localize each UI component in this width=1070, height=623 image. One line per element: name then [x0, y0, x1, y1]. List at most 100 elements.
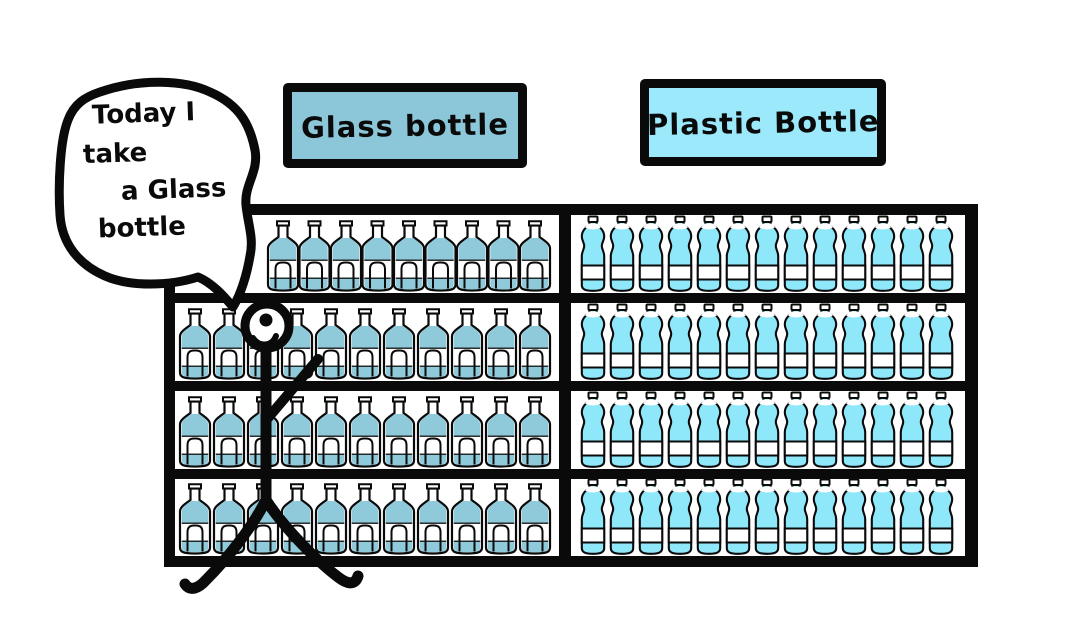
plastic-bottle-icon — [899, 303, 925, 380]
stick-figure — [179, 299, 364, 594]
glass-bottle-icon — [424, 220, 457, 292]
plastic-bottle-icon — [812, 215, 838, 292]
stick-figure-right-leg — [260, 494, 364, 589]
glass-bottle-icon — [348, 483, 382, 555]
glass-bottle-icon — [329, 220, 363, 292]
glass-bottle-icon — [314, 308, 348, 380]
plastic-bottle-icon — [841, 215, 867, 292]
glass-bottle-icon — [518, 220, 552, 292]
stick-figure-left-leg — [179, 494, 272, 594]
glass-bottle-icon — [484, 483, 518, 555]
shelf-frame — [164, 204, 978, 567]
plastic-bottle-icon — [928, 391, 954, 468]
glass-bottle-icon — [518, 483, 552, 555]
glass-bottle-icon — [178, 396, 212, 468]
glass-bottle-icon — [487, 220, 520, 292]
glass-bottle-icon — [382, 308, 416, 380]
plastic-bottle-icon — [696, 478, 722, 555]
plastic-bottle-icon — [812, 303, 838, 380]
shelf-center-post — [559, 204, 571, 567]
plastic-bottle-icon — [609, 478, 635, 555]
plastic-bottle-icon — [609, 391, 635, 468]
plastic-bottle-icon — [870, 478, 896, 555]
plastic-bottle-icon — [870, 303, 896, 380]
glass-bottle-icon — [416, 483, 450, 555]
plastic-bottle-icon — [754, 303, 780, 380]
plastic-bottle-icon — [580, 391, 606, 468]
glass-bottle-icon — [382, 396, 416, 468]
plastic-bottle-icon — [638, 391, 664, 468]
plastic-section-label: Plastic Bottle — [640, 79, 886, 166]
plastic-bottle-icon — [899, 391, 925, 468]
glass-bottle-icon — [314, 483, 348, 555]
plastic-bottle-icon — [870, 391, 896, 468]
plastic-bottle-icon — [928, 215, 954, 292]
plastic-section-label-text: Plastic Bottle — [646, 103, 880, 142]
shelf-right-post — [965, 204, 978, 567]
plastic-bottle-icon — [812, 478, 838, 555]
plastic-bottle-icon — [725, 391, 751, 468]
plastic-bottle-icon — [638, 215, 664, 292]
glass-bottle-icon — [518, 396, 552, 468]
speech-bubble — [54, 77, 261, 312]
plastic-bottle-icon — [841, 303, 867, 380]
glass-bottle-icon — [450, 396, 484, 468]
speech-bubble-outline — [54, 77, 261, 312]
glass-bottle-icon — [361, 220, 394, 292]
stick-figure-mouth — [250, 333, 279, 348]
plastic-bottle-icon — [580, 303, 606, 380]
plastic-bottle-icon — [899, 215, 925, 292]
glass-bottle-icon — [212, 396, 246, 468]
glass-bottle-icon — [382, 483, 416, 555]
glass-bottle-icon — [298, 220, 331, 292]
plastic-bottle-icon — [899, 478, 925, 555]
glass-section-label: Glass bottle — [283, 83, 527, 168]
plastic-bottle-icon — [754, 215, 780, 292]
glass-bottle-icon — [416, 308, 450, 380]
plastic-bottle-icon — [783, 215, 809, 292]
plastic-bottle-icon — [783, 391, 809, 468]
glass-bottle-icon — [392, 220, 426, 292]
glass-bottle-icon — [484, 396, 518, 468]
plastic-bottle-icon — [841, 391, 867, 468]
plastic-bottle-icon — [580, 215, 606, 292]
shelf-left-post — [164, 204, 175, 567]
stick-figure-eye — [259, 313, 273, 327]
plastic-bottle-icon — [928, 478, 954, 555]
plastic-bottle-icon — [580, 478, 606, 555]
plastic-bottle-icon — [696, 215, 722, 292]
plastic-bottle-icon — [667, 478, 693, 555]
plastic-bottle-icon — [725, 215, 751, 292]
glass-bottle-icon — [178, 308, 212, 380]
plastic-bottle-icon — [667, 391, 693, 468]
glass-bottle-icon — [455, 220, 489, 292]
speech-bubble-line-2: take — [82, 137, 148, 171]
plastic-bottle-icon — [609, 303, 635, 380]
plastic-bottle-icon — [638, 478, 664, 555]
plastic-bottle-icon — [754, 391, 780, 468]
plastic-bottle-icon — [696, 303, 722, 380]
glass-bottle-icon — [178, 483, 212, 555]
plastic-bottle-icon — [638, 303, 664, 380]
glass-bottle-icon — [266, 220, 300, 292]
glass-bottle-icon — [484, 308, 518, 380]
glass-bottle-icon — [348, 308, 382, 380]
glass-bottle-icon — [280, 396, 314, 468]
glass-bottle-icon — [416, 396, 450, 468]
plastic-bottle-icon — [783, 478, 809, 555]
stick-figure-arm — [263, 354, 323, 423]
plastic-bottle-icon — [725, 478, 751, 555]
speech-bubble-line-3: a Glass — [120, 173, 227, 207]
speech-bubble-line-4: bottle — [97, 211, 187, 245]
glass-bottle-icon — [314, 396, 348, 468]
glass-bottle-icon — [212, 308, 246, 380]
plastic-bottle-icon — [783, 303, 809, 380]
plastic-bottle-icon — [725, 303, 751, 380]
plastic-bottle-icon — [754, 478, 780, 555]
plastic-bottle-icon — [667, 303, 693, 380]
glass-section-label-text: Glass bottle — [300, 106, 510, 145]
glass-bottle-icon — [348, 396, 382, 468]
plastic-bottle-icon — [812, 391, 838, 468]
glass-bottle-icon — [518, 308, 552, 380]
